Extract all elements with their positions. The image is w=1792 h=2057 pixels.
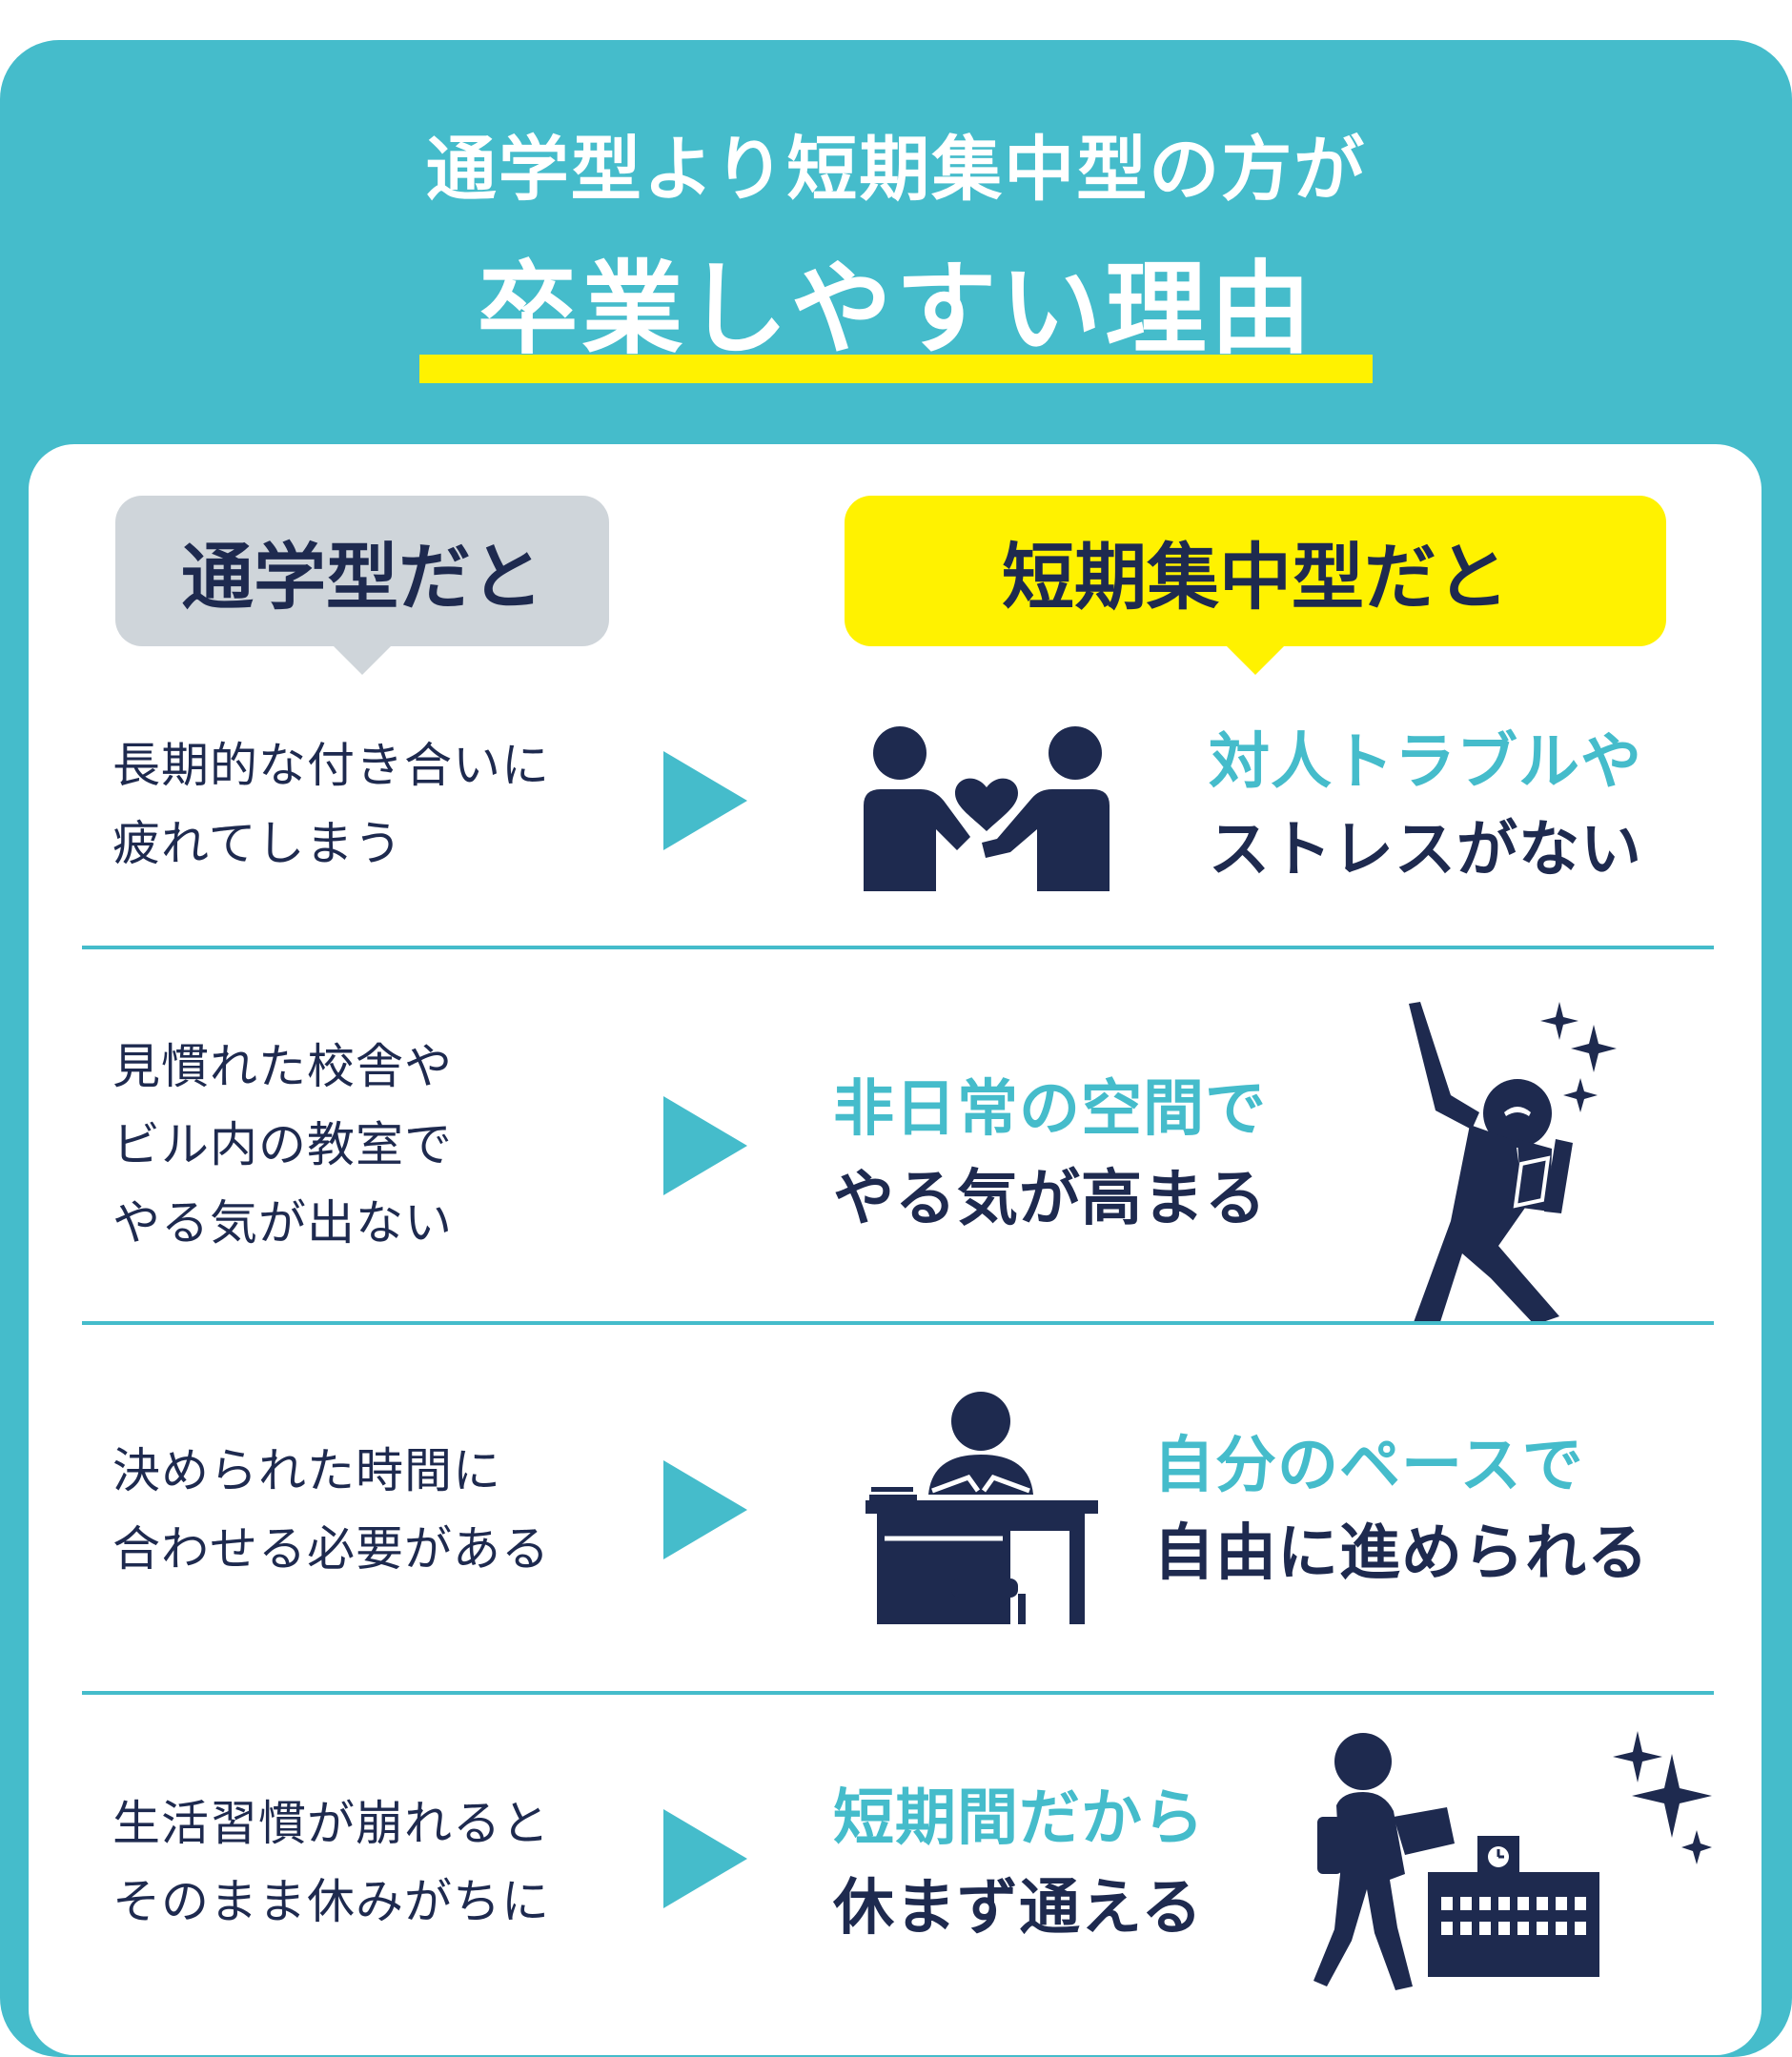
page-title-line2: 卒業しやすい理由 [477, 251, 1315, 368]
row-2-left-line-2: ビル内の教室で [112, 1117, 453, 1172]
row-4-left-line-2: そのまま休みがちに [112, 1874, 550, 1929]
row-2-left-line-1: 見慣れた校舎や [112, 1039, 453, 1094]
row-4-left-line-1: 生活習慣が崩れると [112, 1796, 550, 1851]
row-1-left-line-1: 長期的な付き合いに [112, 738, 550, 793]
row-2-left-text: 見慣れた校舎や ビル内の教室で やる気が出ない [112, 1028, 453, 1262]
row-2-highlight: 非日常の空間で [833, 1074, 1267, 1145]
row-3-highlight: 自分のペースで [1153, 1431, 1584, 1501]
row-1-left-line-2: 疲れてしまう [112, 816, 403, 871]
row-3-left-line-2: 合わせる必要がある [112, 1521, 550, 1577]
row-2-left-line-3: やる気が出ない [112, 1195, 453, 1251]
row-divider [82, 1321, 1714, 1325]
row-4-main: 休まず通える [833, 1873, 1204, 1944]
row-3-arrow-icon [663, 1460, 747, 1559]
row-3-left-text: 決められた時間に 合わせる必要がある [112, 1432, 550, 1588]
row-divider [82, 1691, 1714, 1695]
row-2-arrow-icon [663, 1096, 747, 1195]
row-1-left-text: 長期的な付き合いに 疲れてしまう [112, 726, 550, 883]
student-at-desk-icon [865, 1392, 1098, 1624]
column-label-intensive: 短期集中型だと [845, 496, 1666, 675]
student-walking-to-school-icon [1313, 1731, 1712, 1990]
row-4-highlight: 短期間だから [833, 1783, 1205, 1854]
page-title-line1: 通学型より短期集中型の方が [425, 129, 1367, 211]
row-1-highlight: 対人トラブルや [1209, 727, 1642, 798]
row-3-left-line-1: 決められた時間に [112, 1443, 501, 1498]
row-1-arrow-icon [663, 751, 747, 850]
two-people-heart-icon [864, 726, 1110, 891]
row-divider [82, 946, 1714, 949]
column-label-commuting: 通学型だと [115, 496, 609, 675]
row-4-arrow-icon [663, 1809, 747, 1908]
row-4-left-text: 生活習慣が崩れると そのまま休みがちに [112, 1784, 550, 1941]
row-1-main: ストレスがない [1209, 815, 1642, 886]
title-underline [419, 355, 1373, 383]
row-3-main: 自由に進められる [1153, 1518, 1649, 1589]
motivated-student-icon [1409, 1002, 1617, 1325]
row-2-main: やる気が高まる [833, 1164, 1267, 1234]
